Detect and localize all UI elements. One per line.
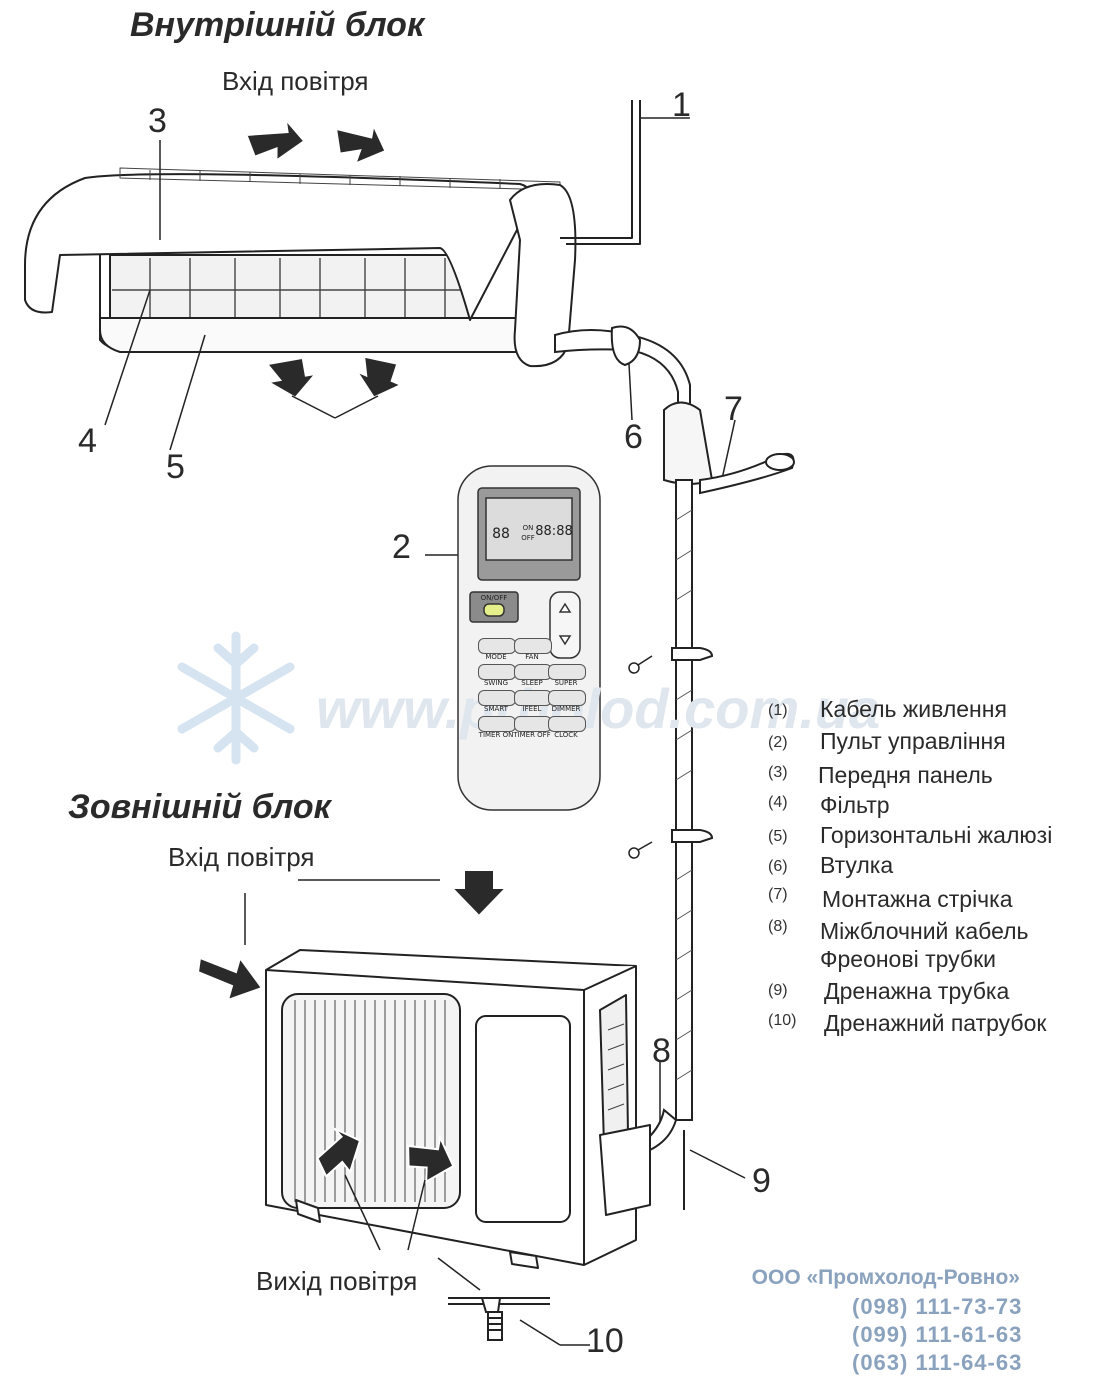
outdoor-unit bbox=[265, 949, 651, 1269]
callout-10: 10 bbox=[586, 1322, 624, 1360]
remote-btn-label: SUPER bbox=[554, 679, 578, 687]
remote-btn-label: MODE bbox=[485, 653, 507, 661]
callout-3: 3 bbox=[148, 102, 167, 140]
remote-display-off: OFF bbox=[521, 534, 535, 542]
remote-timer-off-button bbox=[514, 716, 552, 732]
air-outlet-arrows-indoor bbox=[265, 355, 404, 399]
callout-6: 6 bbox=[624, 418, 643, 456]
remote-timer-on-button bbox=[478, 716, 516, 732]
remote-sleep-button bbox=[514, 664, 552, 680]
callout-5: 5 bbox=[166, 448, 185, 486]
remote-clock-button bbox=[548, 716, 586, 732]
callout-8: 8 bbox=[652, 1032, 671, 1070]
remote-btn-label: IFEEL bbox=[522, 705, 542, 713]
remote-super-button bbox=[548, 664, 586, 680]
remote-btn-label: SLEEP bbox=[521, 679, 543, 687]
callout-1: 1 bbox=[672, 86, 691, 124]
screw-icon bbox=[628, 655, 653, 859]
outdoor-unit-title: Зовнішній блок bbox=[68, 788, 331, 826]
indoor-unit bbox=[24, 100, 641, 368]
drain-joint bbox=[448, 1297, 550, 1341]
outlet-pointer-lines bbox=[291, 395, 379, 419]
indoor-unit-title: Внутрішній блок bbox=[130, 6, 425, 44]
air-arrows-outdoor bbox=[196, 869, 509, 1184]
watermark-text: www.prholod.com.ua bbox=[316, 677, 881, 740]
remote-display-temp: 88 bbox=[492, 526, 510, 542]
remote-ifeel-button bbox=[514, 690, 552, 706]
remote-mode-button bbox=[478, 638, 516, 654]
remote-btn-label: TIMER OFF bbox=[513, 731, 551, 739]
outdoor-pointer-lines bbox=[244, 879, 481, 1291]
air-inlet-arrows-indoor bbox=[245, 116, 387, 166]
company-name: ООО «Промхолод-Ровно» bbox=[751, 1266, 1020, 1289]
remote-onoff-label: ON/OFF bbox=[480, 594, 508, 602]
remote-btn-label: CLOCK bbox=[554, 731, 578, 739]
remote-swing-button bbox=[478, 664, 516, 680]
callout-7: 7 bbox=[724, 390, 743, 428]
outdoor-air-inlet-label: Вхід повітря bbox=[168, 842, 315, 872]
company-phone: (063) 111-64-63 bbox=[852, 1350, 1023, 1375]
pipe-wrap-lines bbox=[675, 509, 693, 1081]
callout-2: 2 bbox=[392, 528, 411, 566]
remote-btn-label: FAN bbox=[525, 653, 539, 661]
outdoor-air-outlet-label: Вихід повітря bbox=[256, 1266, 418, 1296]
remote-btn-label: SMART bbox=[484, 705, 508, 713]
indoor-air-inlet-label: Вхід повітря bbox=[222, 66, 369, 96]
company-phone: (099) 111-61-63 bbox=[852, 1322, 1023, 1347]
remote-btn-label: DIMMER bbox=[551, 705, 581, 713]
callout-4: 4 bbox=[78, 422, 97, 460]
remote-btn-label: SWING bbox=[483, 679, 509, 687]
remote-dimmer-button bbox=[548, 690, 586, 706]
remote-btn-label: TIMER ON bbox=[478, 731, 514, 739]
remote-smart-button bbox=[478, 690, 516, 706]
snowflake-icon bbox=[177, 631, 295, 765]
callout-9: 9 bbox=[752, 1162, 771, 1200]
company-phone: (098) 111-73-73 bbox=[852, 1294, 1023, 1319]
remote-fan-button bbox=[514, 638, 552, 654]
remote-display-time: 88:88 bbox=[535, 524, 573, 539]
remote-display-on: ON bbox=[522, 524, 534, 532]
